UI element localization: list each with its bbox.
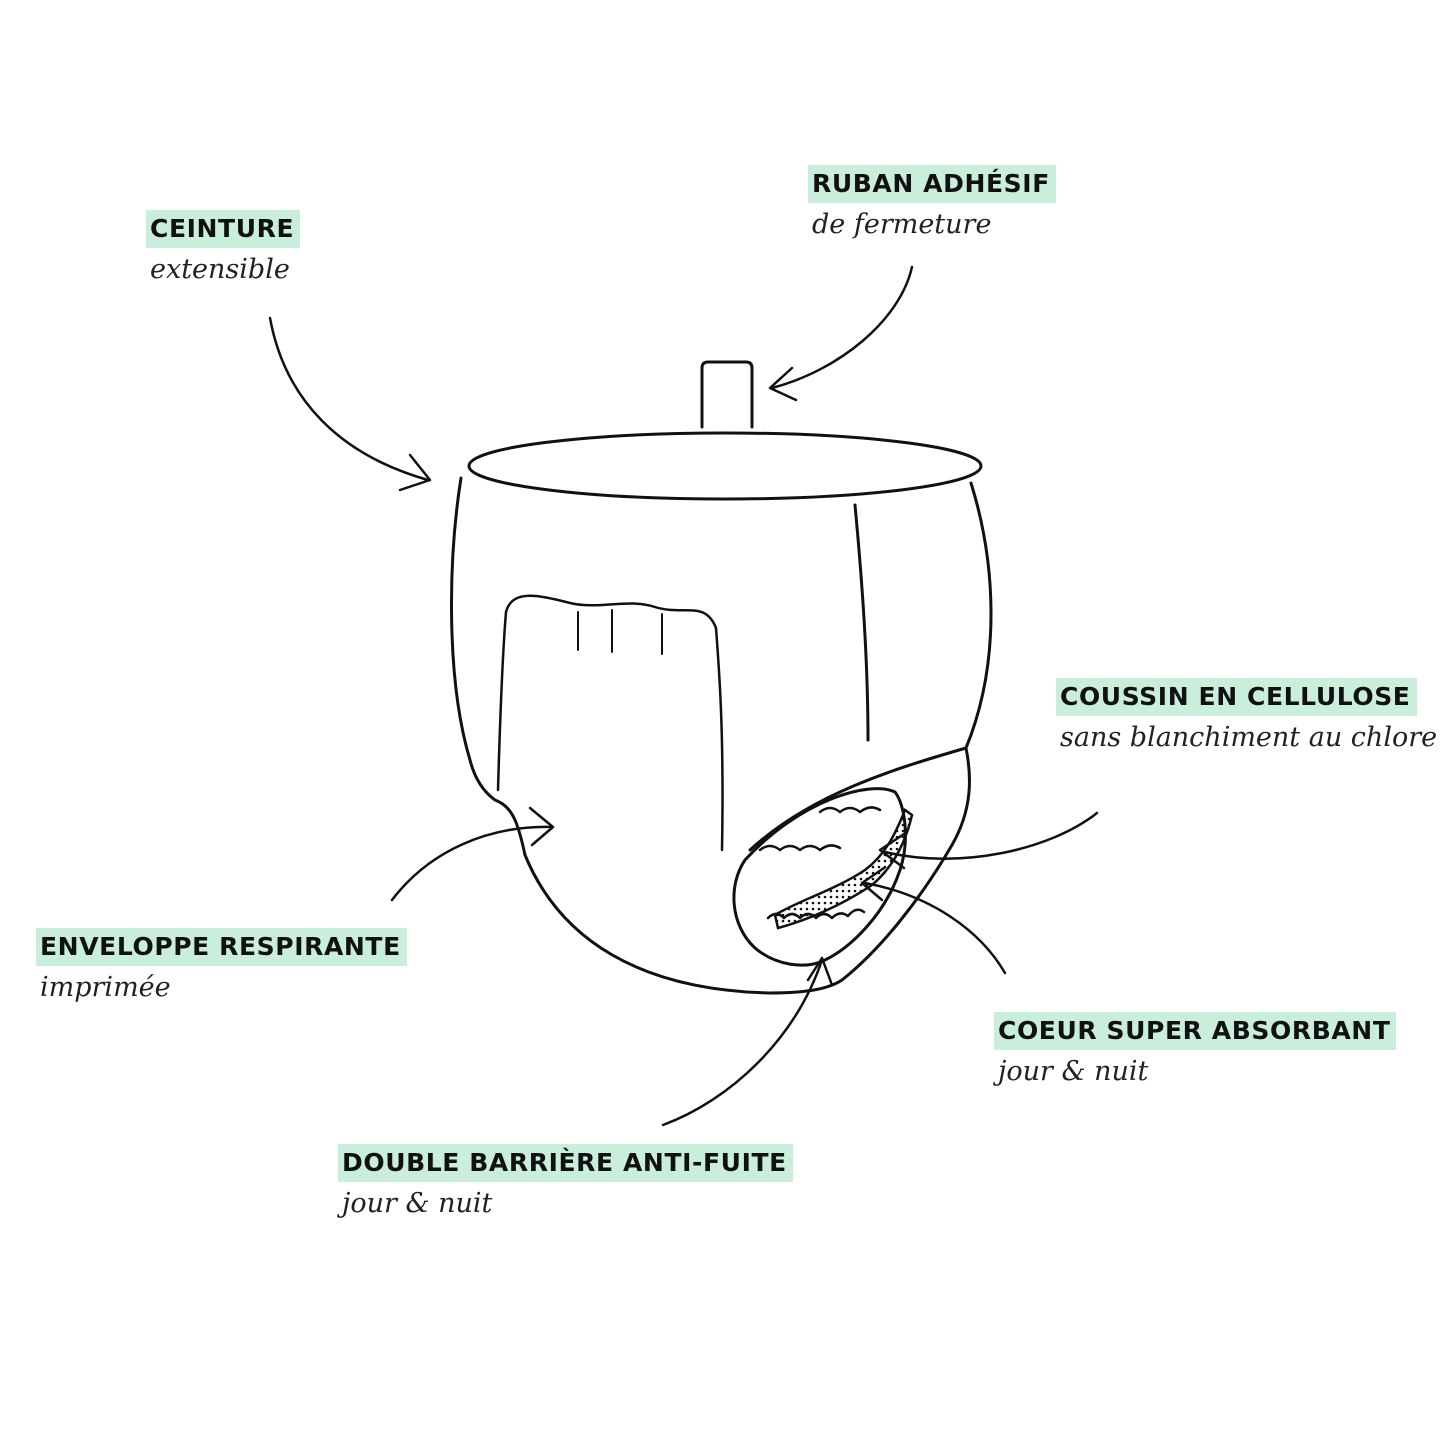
leg-opening	[732, 787, 907, 967]
label-coussin-title: COUSSIN EN CELLULOSE	[1056, 678, 1417, 716]
label-ceinture-title: CEINTURE	[146, 210, 301, 248]
front-panel	[496, 594, 724, 852]
label-ruban: RUBAN ADHÉSIF de fermeture	[808, 165, 1056, 240]
label-coeur-title: COEUR SUPER ABSORBANT	[994, 1012, 1397, 1050]
label-enveloppe-subtitle: imprimée	[40, 972, 171, 1003]
label-coussin: COUSSIN EN CELLULOSE sans blanchiment au…	[1056, 678, 1437, 753]
label-ceinture-subtitle: extensible	[150, 254, 290, 285]
diaper-illustration	[450, 360, 993, 995]
arrowhead-barriere	[806, 956, 834, 987]
inner-ruffle	[758, 844, 842, 852]
arrowhead-coeur	[860, 866, 886, 902]
label-barriere: DOUBLE BARRIÈRE ANTI-FUITE jour & nuit	[338, 1144, 793, 1219]
inner-ruffle-2	[818, 806, 882, 814]
arrow-barriere	[661, 958, 824, 1127]
diaper-right-outline	[840, 481, 993, 982]
label-ruban-subtitle: de fermeture	[812, 209, 992, 240]
side-seam	[853, 503, 870, 742]
diaper-left-outline	[450, 476, 844, 995]
adhesive-tab	[700, 360, 754, 429]
arrow-ruban	[770, 265, 914, 390]
label-coeur-subtitle: jour & nuit	[998, 1056, 1149, 1087]
label-coussin-subtitle: sans blanchiment au chlore	[1060, 722, 1438, 753]
arrow-enveloppe	[390, 825, 555, 902]
absorbent-core	[773, 808, 914, 930]
label-enveloppe-title: ENVELOPPE RESPIRANTE	[36, 928, 407, 966]
arrowhead-ruban	[768, 366, 798, 402]
arrow-ceinture	[268, 316, 430, 482]
arrow-coussin	[883, 811, 1099, 860]
label-barriere-subtitle: jour & nuit	[342, 1188, 493, 1219]
label-enveloppe: ENVELOPPE RESPIRANTE imprimée	[36, 928, 407, 1003]
label-ruban-title: RUBAN ADHÉSIF	[808, 165, 1056, 203]
label-barriere-title: DOUBLE BARRIÈRE ANTI-FUITE	[338, 1144, 793, 1182]
arrows	[268, 265, 1099, 1127]
label-ceinture: CEINTURE extensible	[146, 210, 301, 285]
leg-curve	[748, 746, 968, 852]
arrow-coeur	[863, 881, 1007, 975]
waistband-ellipse	[467, 431, 983, 501]
arrowhead-ceinture	[398, 453, 432, 492]
arrowhead-coussin	[878, 832, 906, 870]
label-coeur: COEUR SUPER ABSORBANT jour & nuit	[994, 1012, 1397, 1087]
arrowhead-enveloppe	[528, 806, 555, 847]
